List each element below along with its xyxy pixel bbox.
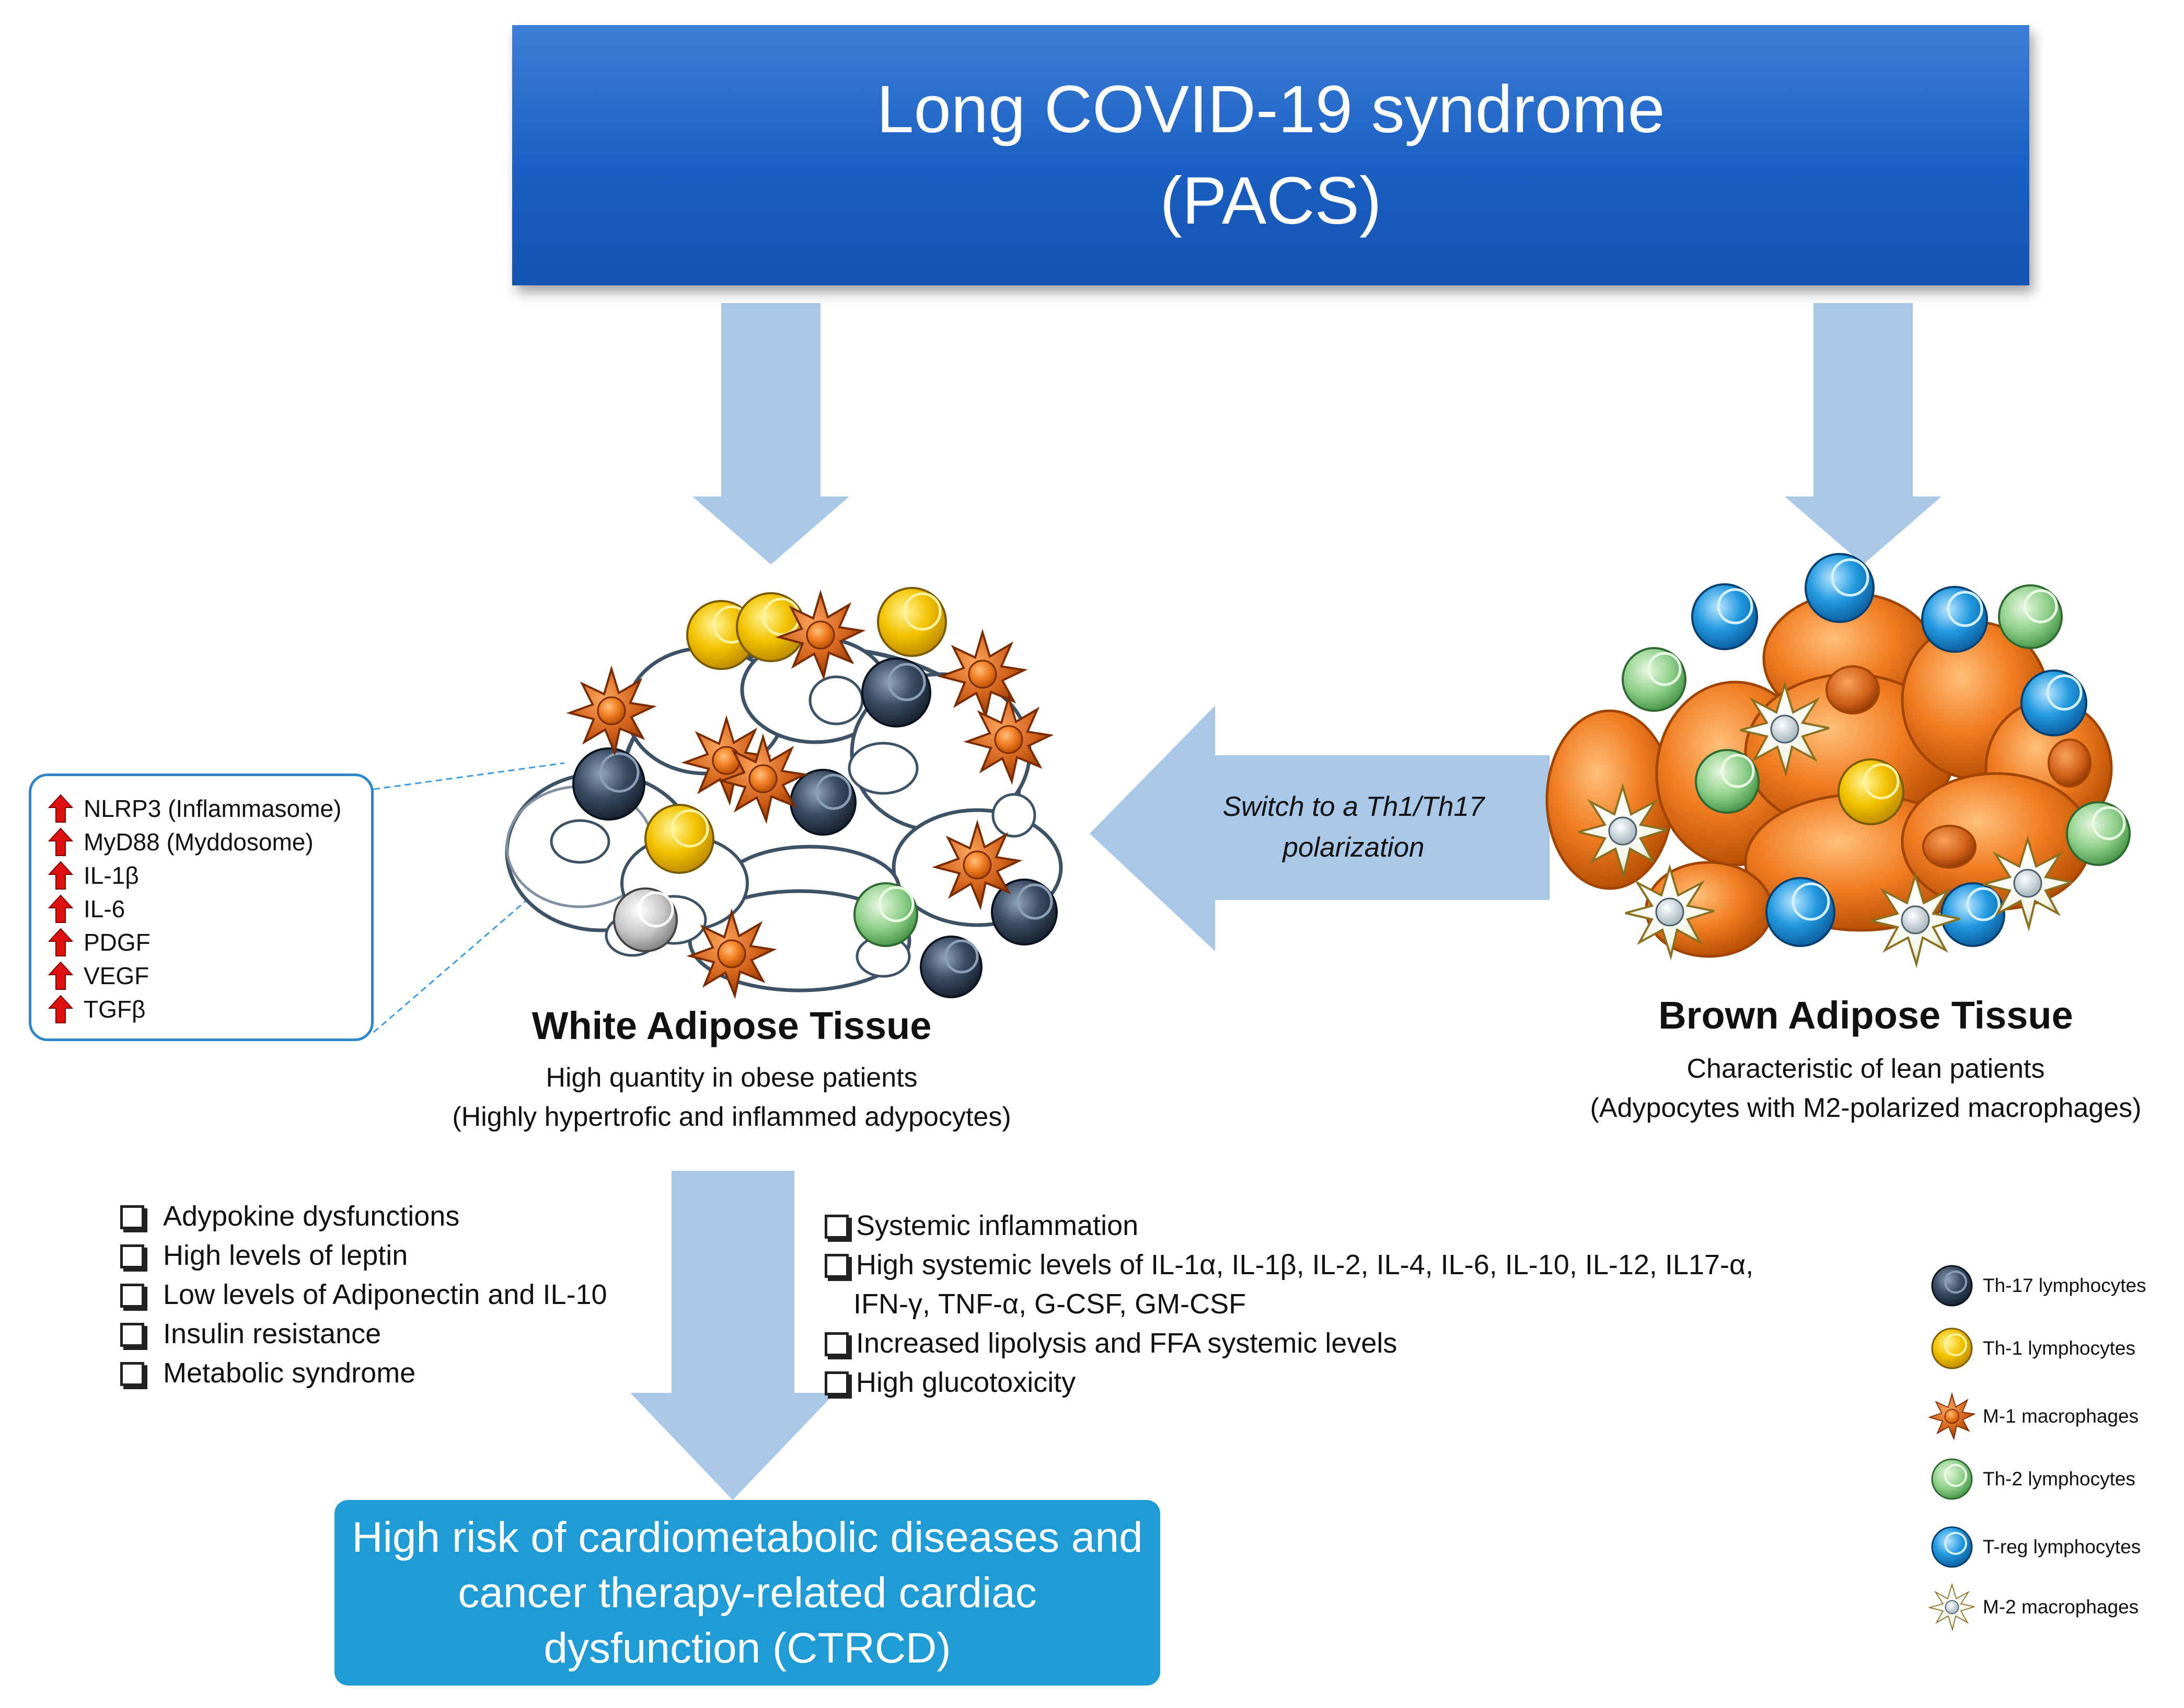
checkbox-icon: [825, 1371, 849, 1395]
checkbox-icon: [825, 1215, 849, 1239]
checklist-item-label: Increased lipolysis and FFA systemic lev…: [856, 1328, 1397, 1359]
outcome-line2: cancer therapy-related cardiac: [458, 1568, 1037, 1617]
white-tissue-subtitle-line1: High quantity in obese patients: [546, 1063, 918, 1093]
checklist-item: High systemic levels of IL-1α, IL-1β, IL…: [825, 1245, 1753, 1285]
checkbox-icon: [120, 1284, 144, 1308]
checklist-item-continuation: IFN-γ, TNF-α, G-CSF, GM-CSF: [825, 1285, 1753, 1324]
right-checklist: Systemic inflammation High systemic leve…: [825, 1206, 1753, 1402]
m2-macrophage-icon: [1928, 1583, 1975, 1632]
title-box: Long COVID-19 syndrome (PACS): [512, 25, 2029, 285]
marker-label: IL-6: [84, 895, 125, 922]
checklist-item-label: Low levels of Adiponectin and IL-10: [163, 1279, 607, 1310]
legend-label: Th-1 lymphocytes: [1983, 1337, 2135, 1359]
marker-item: PDGF: [48, 926, 371, 959]
checkbox-icon: [120, 1205, 144, 1229]
title-line1: Long COVID-19 syndrome: [876, 72, 1665, 147]
up-arrow-icon: [48, 861, 73, 890]
checklist-item-label: High levels of leptin: [163, 1240, 408, 1271]
marker-item: IL-1β: [48, 859, 371, 892]
white-tissue-subtitle-line2: (Highly hypertrofic and inflammed adypoc…: [452, 1102, 1011, 1132]
switch-label-line2: polarization: [1282, 832, 1425, 863]
checklist-item-label: Adypokine dysfunctions: [163, 1201, 460, 1232]
upregulated-markers-callout: NLRP3 (Inflammasome) MyD88 (Myddosome) I…: [29, 774, 374, 1041]
arrow-switch-left: [1090, 706, 1550, 951]
white-tissue-subtitle: High quantity in obese patients (Highly …: [366, 1058, 1097, 1137]
legend-item-th17: Th-17 lymphocytes: [1928, 1262, 2146, 1309]
checklist-item-label: Metabolic syndrome: [163, 1357, 416, 1389]
checkbox-icon: [120, 1362, 144, 1386]
marker-label: MyD88 (Myddosome): [84, 828, 314, 856]
legend-label: Th-17 lymphocytes: [1983, 1275, 2146, 1296]
legend-item-th1: Th-1 lymphocytes: [1928, 1325, 2135, 1372]
th17-cell-icon: [1931, 1265, 1973, 1307]
legend-item-treg: T-reg lymphocytes: [1928, 1524, 2141, 1571]
legend-label: M-1 macrophages: [1983, 1405, 2139, 1427]
checklist-item: Systemic inflammation: [825, 1206, 1753, 1245]
marker-item: TGFβ: [48, 993, 371, 1026]
checklist-item: Insulin resistance: [120, 1314, 607, 1354]
checklist-item: High levels of leptin: [120, 1236, 607, 1275]
checklist-item: Adypokine dysfunctions: [120, 1197, 607, 1236]
brown-tissue-m2-macrophages: [1578, 681, 2073, 968]
callout-connector-top: [373, 762, 565, 790]
legend-label: M-2 macrophages: [1983, 1596, 2139, 1618]
th1-cell-icon: [1931, 1328, 1973, 1369]
outcome-line3: dysfunction (CTRCD): [544, 1624, 951, 1672]
checklist-item: High glucotoxicity: [825, 1363, 1753, 1402]
white-tissue-cells: [572, 587, 1058, 998]
brown-tissue-title: Brown Adipose Tissue: [1658, 994, 2073, 1037]
legend-item-m1: M-1 macrophages: [1928, 1390, 2139, 1442]
up-arrow-icon: [48, 995, 73, 1023]
m1-macrophage-icon: [1928, 1392, 1975, 1441]
white-tissue-m1-macrophages: [566, 589, 1054, 999]
marker-item: NLRP3 (Inflammasome): [48, 792, 371, 825]
outcome-box: High risk of cardiometabolic diseases an…: [334, 1500, 1160, 1686]
legend-label: Th-2 lymphocytes: [1983, 1468, 2135, 1490]
arrow-down-left: [692, 303, 849, 564]
marker-label: TGFβ: [84, 996, 146, 1023]
title-line2: (PACS): [1160, 164, 1382, 238]
checklist-item-label: High systemic levels of IL-1α, IL-1β, IL…: [856, 1249, 1754, 1280]
brown-tissue-cells: [1622, 553, 2131, 947]
marker-item: IL-6: [48, 892, 371, 926]
checkbox-icon: [120, 1323, 144, 1347]
legend-label: T-reg lymphocytes: [1983, 1536, 2141, 1557]
checklist-item-label: High glucotoxicity: [856, 1367, 1076, 1398]
up-arrow-icon: [48, 794, 73, 823]
checklist-item-label: Systemic inflammation: [856, 1210, 1139, 1241]
marker-label: NLRP3 (Inflammasome): [84, 795, 342, 822]
marker-label: PDGF: [84, 929, 151, 956]
checklist-item-label: IFN-γ, TNF-α, G-CSF, GM-CSF: [853, 1288, 1246, 1320]
left-checklist: Adypokine dysfunctions High levels of le…: [120, 1197, 607, 1393]
up-arrow-icon: [48, 894, 73, 923]
white-tissue-title: White Adipose Tissue: [531, 1004, 932, 1047]
arrow-down-right: [1785, 303, 1942, 564]
up-arrow-icon: [48, 928, 73, 956]
checklist-item: Metabolic syndrome: [120, 1354, 607, 1393]
brown-tissue-subtitle-line1: Characteristic of lean patients: [1686, 1054, 2045, 1084]
legend-item-m2: M-2 macrophages: [1928, 1581, 2139, 1633]
brown-tissue-subtitle-line2: (Adypocytes with M2-polarized macrophage…: [1590, 1093, 2142, 1123]
checklist-item: Low levels of Adiponectin and IL-10: [120, 1275, 607, 1314]
arrow-down-bottom: [630, 1171, 835, 1500]
th2-cell-icon: [1931, 1458, 1973, 1500]
up-arrow-icon: [48, 961, 73, 990]
switch-polarization-label: Switch to a Th1/Th17 polarization: [1171, 787, 1536, 868]
checkbox-icon: [120, 1244, 144, 1268]
marker-item: MyD88 (Myddosome): [48, 825, 371, 859]
checkbox-icon: [825, 1254, 849, 1278]
outcome-line1: High risk of cardiometabolic diseases an…: [352, 1513, 1143, 1561]
checklist-item: Increased lipolysis and FFA systemic lev…: [825, 1324, 1753, 1363]
marker-label: VEGF: [84, 962, 149, 989]
marker-item: VEGF: [48, 959, 371, 993]
checklist-item-label: Insulin resistance: [163, 1318, 382, 1349]
legend-item-th2: Th-2 lymphocytes: [1928, 1456, 2135, 1503]
marker-label: IL-1β: [84, 862, 139, 889]
checkbox-icon: [825, 1332, 849, 1356]
switch-label-line1: Switch to a Th1/Th17: [1222, 791, 1485, 822]
treg-cell-icon: [1931, 1526, 1973, 1568]
up-arrow-icon: [48, 827, 73, 856]
brown-tissue-subtitle: Characteristic of lean patients (Adypocy…: [1552, 1049, 2179, 1128]
